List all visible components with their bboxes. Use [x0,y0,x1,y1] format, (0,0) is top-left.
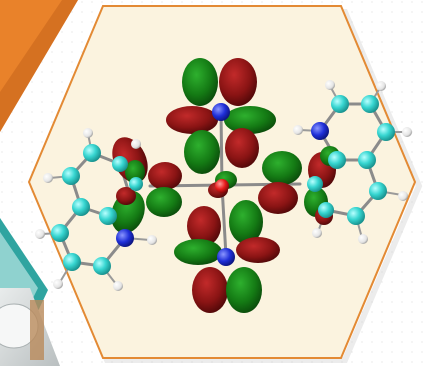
orbital-lobe-red [116,187,136,205]
orbital-lobe-red [219,58,257,106]
hydrogen-atom [35,229,45,239]
orbital-lobe-red [258,182,298,214]
orbital-lobe-green [224,106,276,134]
hydrogen-atom [312,228,322,238]
carbon-atom [63,253,81,271]
carbon-atom [328,151,346,169]
hydrogen-atom [83,128,93,138]
carbon-atom [93,257,111,275]
hydrogen-atom [293,125,303,135]
hydrogen-atom [43,173,53,183]
nitrogen-atom-bottom [217,248,235,266]
orbital-lobe-green [125,160,145,184]
hydrogen-atom [53,279,63,289]
right-ring-atoms [293,80,412,244]
carbon-atom [318,202,334,218]
carbon-atom [331,95,349,113]
hydrogen-atom [325,80,335,90]
hydrogen-atom [398,191,408,201]
carbon-atom [361,95,379,113]
carbon-atom [72,198,90,216]
orbital-lobe-red [225,128,259,168]
orbital-lobe-green [226,267,262,313]
hydrogen-atom [376,81,386,91]
carbon-atom [377,123,395,141]
orbital-lobe-red [166,106,218,134]
hydrogen-atom [358,234,368,244]
orbital-lobe-red [192,267,228,313]
nitrogen-atom [116,229,134,247]
orbital-lobe-green [174,239,222,265]
orbital-lobe-red [236,237,280,263]
carbon-atom [307,176,323,192]
left-ring-atoms [35,128,157,291]
hydrogen-atom [147,235,157,245]
orbital-lobe-red [148,162,182,190]
carbon-atom [129,177,143,191]
molecular-orbital-graphic [35,58,412,313]
hydrogen-atom [113,281,123,291]
orange-banner-shade [0,0,78,132]
banner-corner-decoration [0,0,78,366]
orbital-lobe-green [182,58,218,106]
carbon-atom [358,151,376,169]
nitrogen-atom-top [212,103,230,121]
hydrogen-atom [402,127,412,137]
orbital-lobe-green [262,151,302,185]
carbon-atom [51,224,69,242]
nitrogen-atom [311,122,329,140]
hydrogen-atom [131,139,141,149]
orbital-lobe-green [184,130,220,174]
carbon-atom [112,156,128,172]
carbon-atom [347,207,365,225]
carbon-atom [369,182,387,200]
orbital-lobe-green [229,200,263,244]
carbon-atom [62,167,80,185]
orbital-lobe-green [146,187,182,217]
metal-atom [215,179,229,193]
orbital-lobe-red [187,206,221,246]
photo-wood [30,300,44,360]
carbon-atom [83,144,101,162]
carbon-atom [99,207,117,225]
